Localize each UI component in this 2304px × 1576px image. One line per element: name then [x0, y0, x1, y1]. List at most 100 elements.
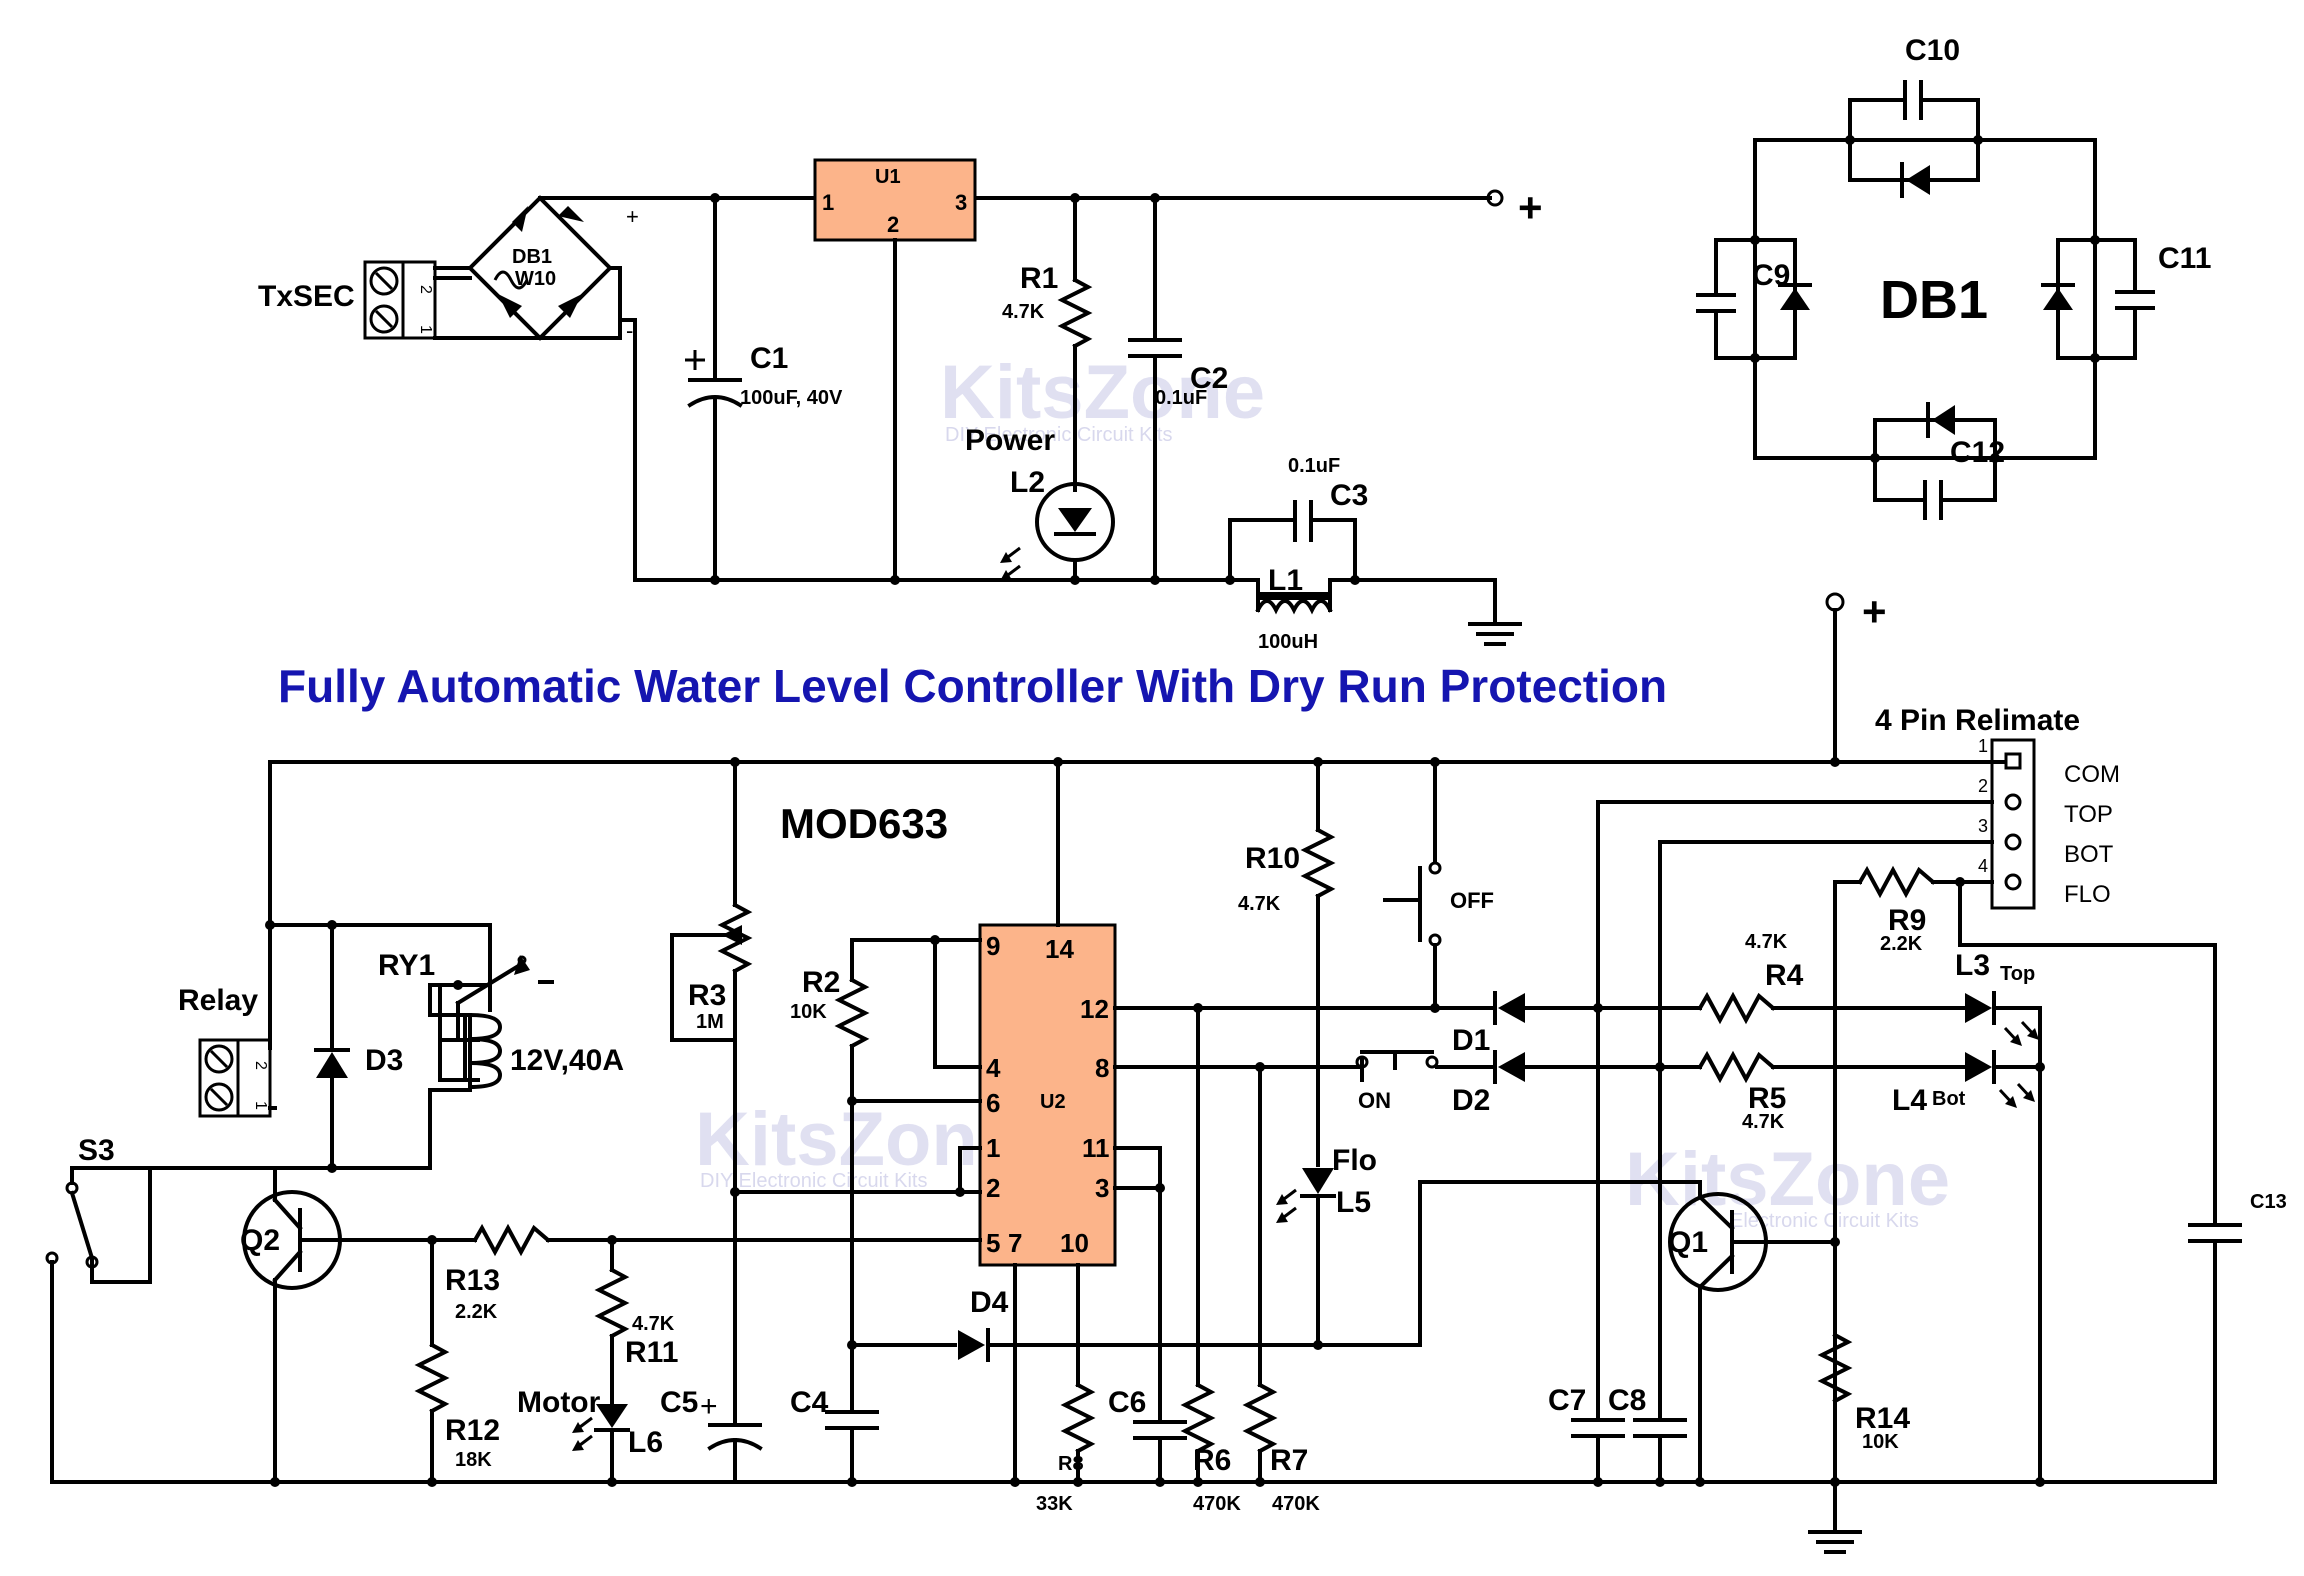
txsec-connector: 2 1: [363, 260, 437, 340]
relay-connector: 2 1: [198, 1038, 272, 1118]
l1-value: 100uH: [1258, 631, 1318, 653]
q2-ref: Q2: [240, 1224, 280, 1257]
d1-ref: D1: [1452, 1024, 1490, 1057]
c13-ref: C13: [2250, 1191, 2287, 1213]
resistor-r4: [1697, 991, 1967, 1025]
resistor-r1: [1057, 193, 1093, 492]
r6-value: 470K: [1193, 1493, 1241, 1515]
l6-ref: L6: [628, 1426, 663, 1459]
c10-ref: C10: [1905, 34, 1960, 67]
relimate-pin-com: COM: [2064, 761, 2120, 788]
c1-ref: C1: [750, 342, 788, 375]
relimate-pin-flo: FLO: [2064, 881, 2111, 908]
r8-value: 33K: [1036, 1493, 1073, 1515]
d4-ref: D4: [970, 1286, 1009, 1319]
led-l6: [572, 1404, 630, 1487]
relay-caption: Relay: [178, 984, 258, 1017]
resistor-r10: [1300, 757, 1336, 1167]
u2-pin-3: 3: [1095, 1173, 1109, 1203]
txsec-label: TxSEC: [258, 280, 355, 313]
svg-text:KitsZone: KitsZone: [940, 350, 1265, 435]
q1-ref: Q1: [1668, 1226, 1708, 1259]
ry1-ref: RY1: [378, 949, 435, 982]
r11-value: 4.7K: [632, 1313, 675, 1335]
off-label: OFF: [1450, 888, 1494, 913]
svg-text:KitsZone: KitsZone: [695, 1097, 1020, 1182]
resistor-r14: [1817, 1240, 1853, 1487]
c9-ref: C9: [1752, 259, 1790, 292]
r3-value: 1M: [696, 1011, 724, 1033]
r3-ref: R3: [688, 979, 726, 1012]
relimate-pin-top: TOP: [2064, 801, 2113, 828]
c1-value: 100uF, 40V: [740, 387, 843, 409]
bridge-rectifier-db1: [433, 195, 1492, 582]
relay-rating: 12V,40A: [510, 1044, 624, 1077]
r9-value: 2.2K: [1880, 933, 1923, 955]
db1-big-label: DB1: [1880, 270, 1988, 330]
svg-text:1: 1: [252, 1101, 269, 1110]
l5-ref: L5: [1336, 1186, 1371, 1219]
r14-value: 10K: [1862, 1431, 1899, 1453]
u1-pin3: 3: [955, 190, 967, 215]
u1-pin2: 2: [887, 212, 899, 237]
svg-text:DIY Electronic Circuit Kits: DIY Electronic Circuit Kits: [700, 1170, 927, 1192]
u2-pin-9: 9: [986, 931, 1000, 961]
on-label: ON: [1358, 1088, 1391, 1113]
transistor-q2: [242, 1166, 432, 1487]
svg-text:2: 2: [417, 285, 434, 294]
svg-text:2: 2: [252, 1061, 269, 1070]
c2-value: 0.1uF: [1155, 387, 1207, 409]
led-l4: [1965, 1006, 2045, 1487]
u2-pin-1: 1: [986, 1133, 1000, 1163]
transistor-q1: [1418, 1180, 1840, 1487]
c2-ref: C2: [1190, 362, 1228, 395]
relimate-pin-bot: BOT: [2064, 841, 2114, 868]
r12-ref: R12: [445, 1414, 500, 1447]
r14-ref: R14: [1855, 1402, 1910, 1435]
r13-ref: R13: [445, 1264, 500, 1297]
regulator-u1: [813, 158, 977, 585]
u2-pin-5: 5: [986, 1228, 1000, 1258]
switch-on: [1355, 1050, 1497, 1082]
c7-ref: C7: [1548, 1384, 1586, 1417]
l5-tag: Flo: [1332, 1144, 1377, 1177]
r11-ref: R11: [625, 1336, 678, 1369]
u2-pin-12: 12: [1080, 994, 1109, 1024]
diagram-title: Fully Automatic Water Level Controller W…: [278, 660, 1667, 712]
r1-value: 4.7K: [1002, 301, 1045, 323]
u2-pin-6: 6: [986, 1088, 1000, 1118]
r12-value: 18K: [455, 1449, 492, 1471]
filter-l1-c3: [1225, 500, 1522, 646]
r5-value: 4.7K: [1742, 1111, 1785, 1133]
r4-value: 4.7K: [1745, 931, 1788, 953]
r8-ref: R8: [1058, 1453, 1084, 1475]
capacitor-c7: [1571, 1418, 1625, 1487]
switch-off: [1383, 757, 1442, 1013]
resistor-r7: [1242, 1065, 1278, 1487]
l4-ref: L4: [1892, 1084, 1927, 1117]
watermark-2: KitsZone DIY Electronic Circuit Kits: [695, 1097, 1020, 1192]
l3-tag: Top: [2000, 963, 2035, 985]
resistor-r6: [1180, 1006, 1216, 1487]
capacitor-c1: [685, 193, 743, 585]
r6-ref: R6: [1193, 1444, 1231, 1477]
ic-u2: [546, 757, 1497, 1487]
d3-ref: D3: [365, 1044, 403, 1077]
svg-text:1: 1: [417, 325, 434, 334]
bridge-plus: +: [626, 204, 639, 229]
u2-pin-14: 14: [1045, 934, 1074, 964]
switch-s3: [45, 1166, 152, 1484]
c12-ref: C12: [1950, 436, 2005, 469]
r2-ref: R2: [802, 966, 840, 999]
c3-value: 0.1uF: [1288, 455, 1340, 477]
l3-ref: L3: [1955, 949, 1990, 982]
capacitor-c4: [825, 1410, 879, 1487]
relimate-pin-2-num: 2: [1978, 776, 1988, 796]
db1-ref: DB1: [512, 246, 552, 268]
u2-pin-4: 4: [986, 1053, 1001, 1083]
power-supply-section: 2 1 TxSEC DB1 W10 + -: [258, 158, 1543, 653]
led-l5: [1276, 1168, 1336, 1347]
relimate-pin-4-num: 4: [1978, 856, 1988, 876]
diode-d4: [850, 1328, 1422, 1362]
module-name: MOD633: [780, 800, 948, 847]
